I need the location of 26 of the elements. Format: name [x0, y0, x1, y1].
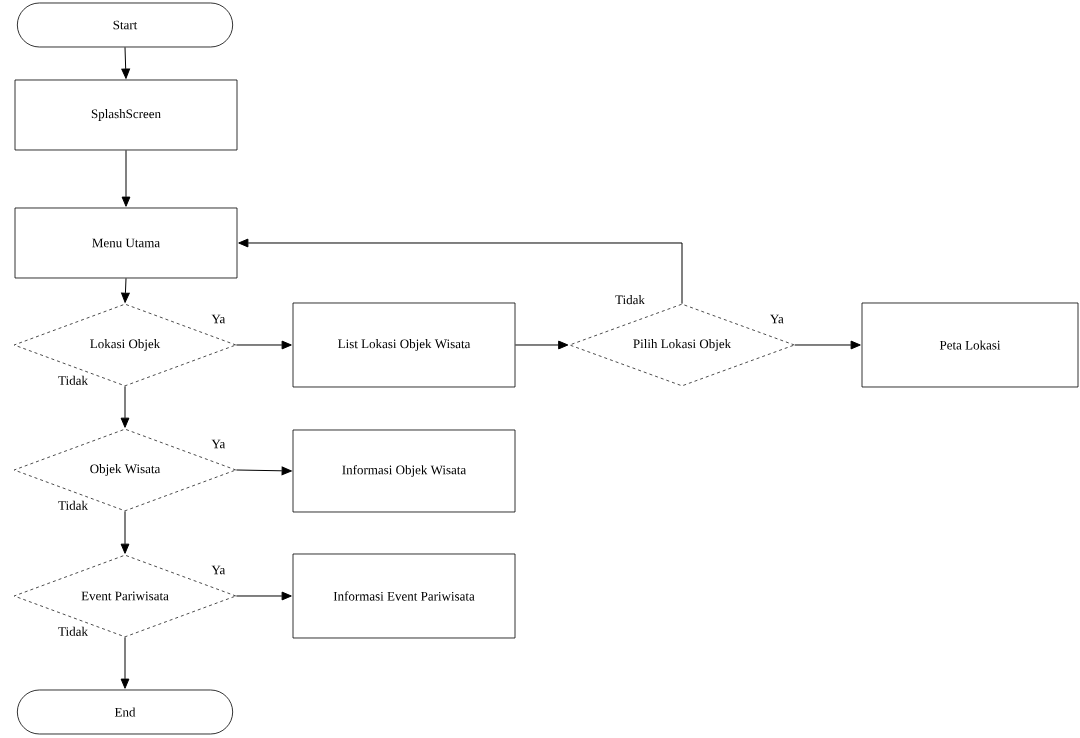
edge-label: Tidak [57, 374, 89, 386]
edge-label: Tidak [57, 499, 89, 511]
arrow [238, 238, 683, 305]
process-box: SplashScreen [14, 79, 238, 151]
arrow [120, 385, 130, 428]
process-box: Informasi Objek Wisata [292, 429, 516, 513]
process-box: Informasi Event Pariwisata [292, 553, 516, 639]
edge-label: Ya [210, 438, 227, 450]
arrow [235, 466, 292, 476]
arrow [121, 277, 130, 303]
process-box: List Lokasi Objek Wisata [292, 302, 516, 388]
arrow [235, 340, 292, 350]
process-box: Peta Lokasi [861, 302, 1079, 388]
edge-label: Ya [210, 313, 227, 325]
arrow [514, 340, 569, 350]
edge-label: Ya [768, 313, 785, 325]
process-box: Menu Utama [14, 207, 238, 279]
edge-label: Tidak [57, 625, 89, 637]
arrow [120, 636, 130, 689]
edge-label: Tidak [614, 294, 646, 306]
arrow [794, 340, 861, 350]
arrow [235, 591, 292, 601]
arrow [121, 149, 131, 207]
arrow [120, 510, 130, 554]
edge-label: Ya [210, 564, 227, 576]
arrow [121, 46, 131, 79]
